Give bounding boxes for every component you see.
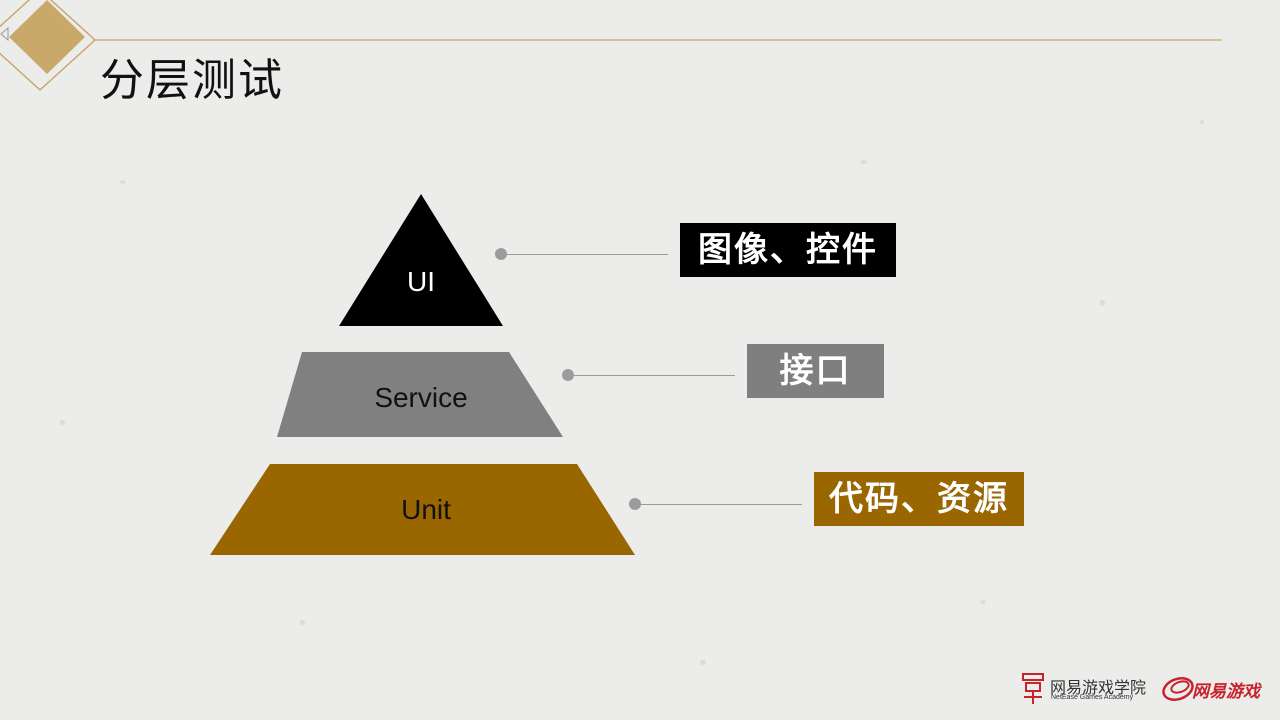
connector-dot-service	[562, 369, 574, 381]
page-title: 分层测试	[100, 55, 284, 106]
pyramid-layer-ui	[339, 194, 503, 326]
diamond-filled	[9, 0, 85, 74]
diamond-outline	[0, 0, 97, 92]
connector-dot-unit	[629, 498, 641, 510]
description-box-service: 接口	[747, 344, 884, 398]
pyramid-layer-service	[277, 352, 563, 437]
layer-label-unit: Unit	[401, 494, 451, 525]
connector-line-ui	[503, 254, 668, 255]
layer-label-ui: UI	[407, 266, 435, 297]
academy-seal-logo	[1022, 673, 1044, 704]
connector-line-service	[570, 375, 735, 376]
back-arrow-icon	[0, 26, 9, 42]
netease-games-swirl-icon	[1162, 677, 1194, 701]
academy-name-cn: 网易游戏学院	[1050, 678, 1147, 697]
academy-name-en: NetEase Games Academy	[1051, 694, 1134, 701]
connector-line-unit	[637, 504, 802, 505]
connector-dot-ui	[495, 248, 507, 260]
pyramid-layer-unit	[210, 464, 635, 555]
netease-games-logo-text: 网易游戏	[1192, 682, 1260, 702]
description-box-ui: 图像、控件	[680, 223, 896, 277]
description-box-unit: 代码、资源	[814, 472, 1024, 526]
corner-diamond-decoration	[0, 0, 1222, 92]
layer-label-service: Service	[374, 382, 468, 413]
